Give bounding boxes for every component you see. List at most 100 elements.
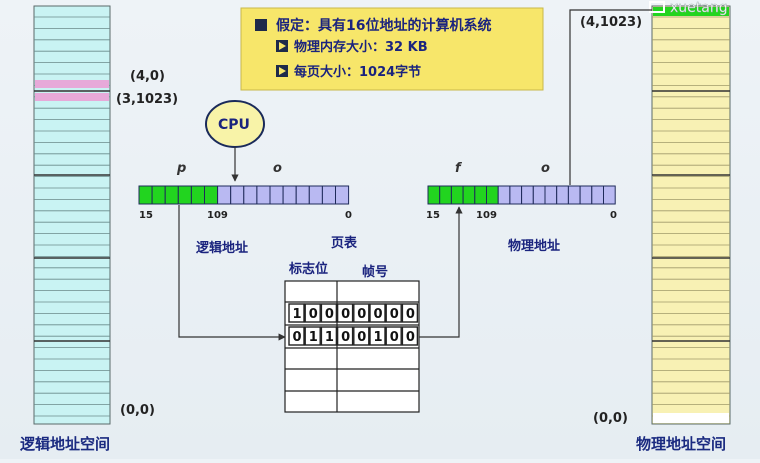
offset-bit-cell: [556, 185, 569, 205]
cpu-node: CPU: [205, 100, 265, 148]
table-to-f-arrow: [419, 206, 463, 338]
highlight-3-1023: [35, 93, 109, 101]
p-to-table-arrow: [178, 205, 286, 341]
page-bit-cell: [190, 185, 205, 205]
flag-column-header: 标志位: [288, 261, 328, 277]
left-label-4-0: (4,0): [130, 69, 165, 84]
bit-cell: [288, 303, 305, 323]
bit-value: 0: [390, 307, 399, 322]
offset-bit-cell: [579, 185, 593, 205]
bit-cell: [401, 303, 419, 323]
bit-cell: [369, 303, 386, 323]
frame-0-bottom: [653, 413, 729, 423]
bit-cell: [320, 303, 338, 323]
square-bullet-icon: [255, 19, 267, 31]
page-bit-cell: [450, 185, 464, 205]
bit-value: 0: [293, 330, 302, 345]
offset-bit-cell: [497, 185, 511, 205]
field-o-label: o: [273, 161, 282, 176]
physical-address-register: [427, 185, 616, 205]
bit-value: 0: [341, 307, 350, 322]
offset-bit-cell: [335, 185, 350, 205]
offset-bit-cell: [521, 185, 534, 205]
logical-address-space: [33, 5, 111, 425]
highlight-4-0: [35, 80, 109, 88]
offset-bit-cell: [567, 185, 581, 205]
bit-value: 0: [357, 330, 366, 345]
right-label-0-0: (0,0): [593, 411, 628, 426]
pbit-10-label: 10: [476, 210, 490, 221]
logical-address-caption: 逻辑地址: [196, 240, 248, 256]
pbit-0-label: 0: [610, 210, 617, 221]
bit-value: 1: [309, 330, 318, 345]
pbit-15-label: 15: [426, 210, 440, 221]
watermark-logo: xuetang: [649, 0, 728, 16]
triangle-bullet-icon: [276, 40, 288, 52]
offset-bit-cell: [256, 185, 271, 205]
frame-column-header: 帧号: [362, 264, 388, 280]
page-bit-cell: [439, 185, 452, 205]
assumption-heading: 假定：具有16位地址的计算机系统: [276, 17, 491, 34]
bit-value: 1: [293, 307, 302, 322]
bit-cell: [288, 326, 305, 346]
page-bit-cell: [177, 185, 192, 205]
offset-bit-cell: [544, 185, 558, 205]
phys-to-frame-line: [569, 9, 652, 185]
bit-value: 1: [325, 330, 334, 345]
offset-bit-cell: [321, 185, 336, 205]
bit-value: 1: [374, 330, 383, 345]
page-bit-cell: [462, 185, 476, 205]
bit-cell: [385, 303, 402, 323]
physical-space-caption: 物理地址空间: [636, 435, 726, 453]
offset-bit-cell: [269, 185, 284, 205]
bit-value: 0: [406, 330, 415, 345]
cpu-label: CPU: [218, 117, 250, 133]
bit-cell: [320, 326, 338, 346]
bit-0-label: 0: [345, 210, 352, 221]
page-bit-cell: [427, 185, 441, 205]
bit-cell: [369, 326, 386, 346]
bit-109-label: 109: [207, 210, 228, 221]
left-label-3-1023: (3,1023): [116, 92, 178, 107]
bit-value: 0: [374, 307, 383, 322]
offset-bit-cell: [532, 185, 546, 205]
offset-bit-cell: [509, 185, 523, 205]
field-f-label: f: [455, 161, 463, 176]
bit-value: 0: [406, 307, 415, 322]
offset-bit-cell: [295, 185, 310, 205]
bit-cell: [336, 326, 354, 346]
offset-bit-cell: [603, 185, 616, 205]
offset-bit-cell: [308, 185, 323, 205]
page-bit-cell: [204, 185, 219, 205]
memory-size-item: 物理内存大小：32 KB: [294, 39, 428, 55]
bit-cell: [401, 326, 419, 346]
pbit-9-label: 9: [490, 210, 497, 221]
page-bit-cell: [138, 185, 153, 205]
page-bit-cell: [474, 185, 487, 205]
bit-cell: [353, 303, 370, 323]
page-size-item: 每页大小：1024字节: [294, 64, 421, 80]
bit-value: 0: [309, 307, 318, 322]
offset-bit-cell: [217, 185, 232, 205]
page-bit-cell: [164, 185, 179, 205]
offset-bit-cell: [282, 185, 297, 205]
left-label-0-0: (0,0): [120, 403, 155, 418]
physical-address-space: [651, 5, 731, 425]
highlight-4-1023: [653, 7, 729, 16]
watermark-text: xuetang: [670, 0, 728, 16]
triangle-bullet-icon: [276, 65, 288, 77]
bit-15-label: 15: [139, 210, 153, 221]
logical-space-caption: 逻辑地址空间: [20, 435, 110, 453]
bit-value: 0: [357, 307, 366, 322]
bit-value: 0: [325, 307, 334, 322]
bit-cell: [304, 326, 321, 346]
bit-cell: [304, 303, 321, 323]
field-p-label: p: [176, 161, 186, 176]
right-label-4-1023: (4,1023): [580, 15, 642, 30]
bit-value: 0: [341, 330, 350, 345]
page-bit-cell: [486, 185, 499, 205]
assumption-box: 假定：具有16位地址的计算机系统 物理内存大小：32 KB 每页大小：1024字…: [240, 7, 544, 91]
offset-bit-cell: [243, 185, 258, 205]
